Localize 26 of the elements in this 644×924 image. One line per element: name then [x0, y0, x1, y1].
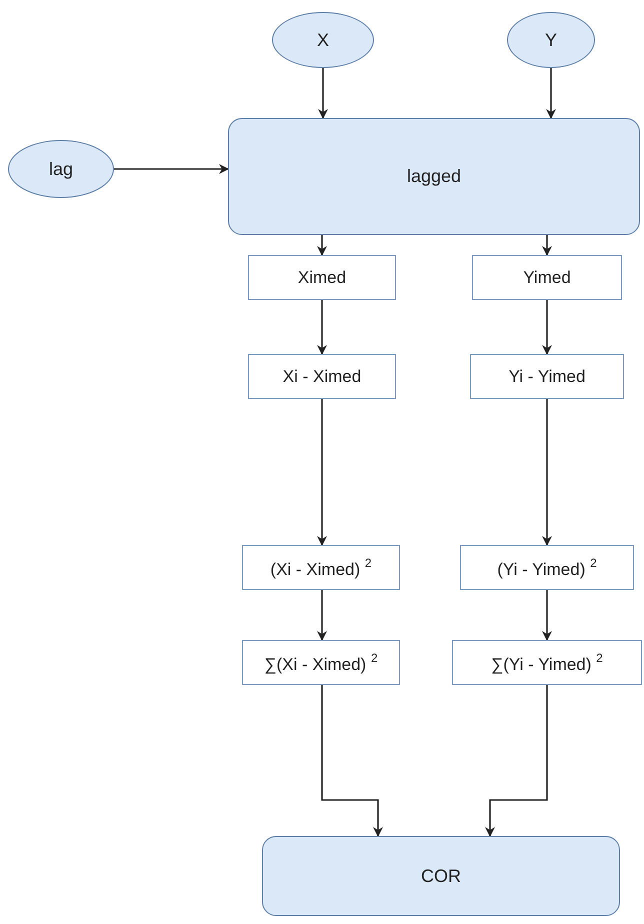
step-box: Ximed: [248, 255, 396, 300]
arrow: [114, 164, 229, 174]
process-box: COR: [262, 836, 620, 916]
step-box: ∑(Xi - Ximed) $^{2}$: [242, 640, 400, 685]
input-ellipse: X: [272, 12, 374, 68]
input-ellipse: Y: [507, 12, 595, 68]
arrow: [317, 399, 327, 546]
arrow: [542, 590, 552, 641]
step-box: Yimed: [472, 255, 622, 300]
arrow: [542, 399, 552, 546]
arrow: [318, 68, 328, 119]
process-box: lagged: [228, 118, 640, 235]
step-box: Yi - Yimed: [470, 354, 624, 399]
input-ellipse: lag: [8, 140, 114, 198]
arrow: [317, 235, 327, 256]
arrow: [546, 68, 556, 119]
arrow: [321, 685, 383, 837]
arrow: [317, 300, 327, 355]
arrow: [542, 235, 552, 256]
step-box: ∑(Yi - Yimed) $^{2}$: [452, 640, 642, 685]
step-box: (Xi - Ximed) $^{2}$: [242, 545, 400, 590]
arrow: [542, 300, 552, 355]
arrow: [317, 590, 327, 641]
step-box: (Yi - Yimed) $^{2}$: [460, 545, 634, 590]
arrow: [485, 685, 548, 837]
step-box: Xi - Ximed: [248, 354, 396, 399]
